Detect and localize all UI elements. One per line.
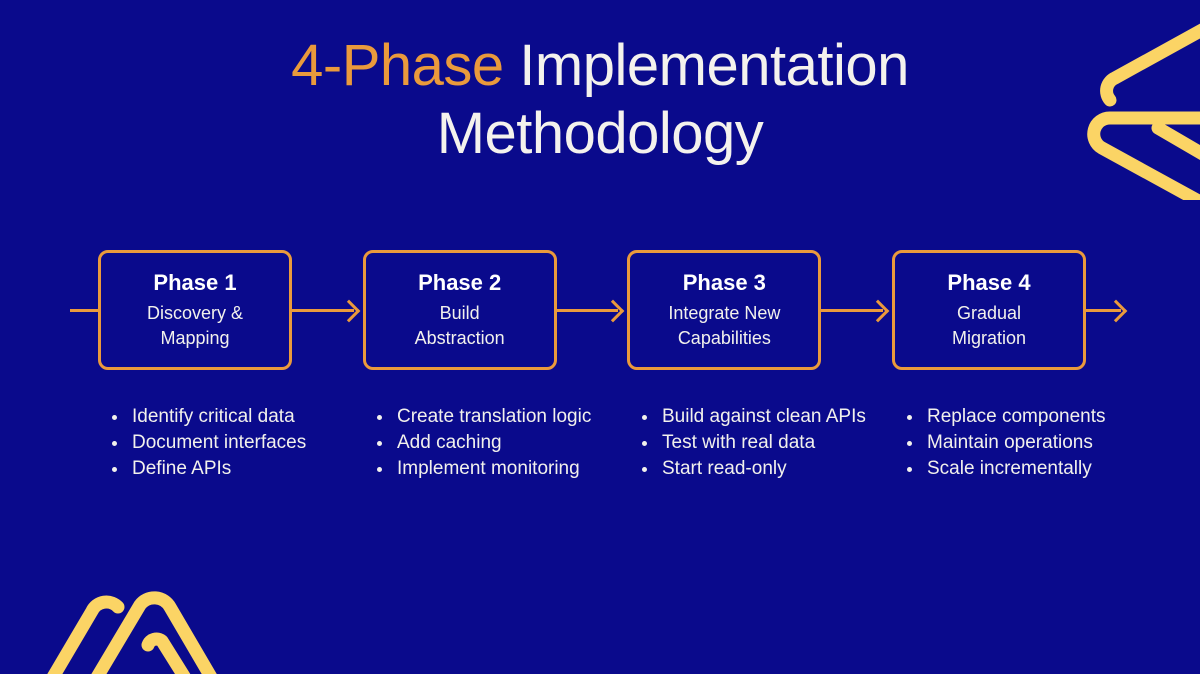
flow-arrow-2-to-3 xyxy=(556,293,628,327)
arrow-head-icon xyxy=(337,299,360,323)
title-line-2: Methodology xyxy=(436,101,764,166)
phase-4-subtitle-line1: Gradual xyxy=(956,303,1022,323)
bullet-dot-icon xyxy=(907,467,912,472)
arrow-line xyxy=(821,308,884,312)
arrow-head-icon xyxy=(602,299,625,323)
phase-box-2[interactable]: Phase 2 Build Abstraction xyxy=(362,250,557,370)
flow-arrow-1-to-2 xyxy=(292,293,363,327)
list-item: Document interfaces xyxy=(98,430,363,456)
bullet-dot-icon xyxy=(112,467,117,472)
phase-details-columns: Identify critical data Document interfac… xyxy=(98,404,1138,482)
phase-1-bullet-column: Identify critical data Document interfac… xyxy=(98,404,363,482)
page-title: 4-Phase Implementation Methodology xyxy=(0,32,1200,168)
phase-1-subtitle: Discovery & Mapping xyxy=(147,301,243,351)
phase-1-subtitle-line2: Mapping xyxy=(160,328,230,348)
phase-3-subtitle: Integrate New Capabilities xyxy=(668,301,780,351)
bullet-text: Start read-only xyxy=(662,458,787,479)
phase-2-bullet-column: Create translation logic Add caching Imp… xyxy=(363,404,628,482)
title-accent-text: 4-Phase xyxy=(291,33,504,98)
bullet-text: Test with real data xyxy=(662,432,816,453)
phase-3-subtitle-line1: Integrate New xyxy=(668,303,781,323)
phase-4-subtitle: Gradual Migration xyxy=(952,301,1026,351)
bullet-dot-icon xyxy=(377,415,382,420)
decorative-peak-graphic-bottom-left xyxy=(47,591,217,674)
bullet-text: Replace components xyxy=(927,406,1106,427)
phase-2-bullet-list: Create translation logic Add caching Imp… xyxy=(363,404,628,482)
bullet-dot-icon xyxy=(907,441,912,446)
phase-1-bullet-list: Identify critical data Document interfac… xyxy=(98,404,363,482)
bullet-dot-icon xyxy=(642,467,647,472)
phase-4-title: Phase 4 xyxy=(947,270,1031,295)
phase-4-bullet-list: Replace components Maintain operations S… xyxy=(893,404,1158,482)
list-item: Test with real data xyxy=(628,430,893,456)
bullet-text: Implement monitoring xyxy=(397,458,580,479)
list-item: Replace components xyxy=(893,404,1158,430)
flow-arrow-3-to-4 xyxy=(821,293,892,327)
flow-lead-line xyxy=(70,308,98,312)
phase-2-title: Phase 2 xyxy=(418,270,502,295)
bullet-dot-icon xyxy=(112,415,117,420)
phase-4-bullet-column: Replace components Maintain operations S… xyxy=(893,404,1158,482)
phase-1-title: Phase 1 xyxy=(153,270,237,295)
phase-2-subtitle-line1: Build xyxy=(439,303,480,323)
bullet-text: Define APIs xyxy=(132,458,232,479)
list-item: Maintain operations xyxy=(893,430,1158,456)
list-item: Start read-only xyxy=(628,456,893,482)
list-item: Define APIs xyxy=(98,456,363,482)
bullet-text: Build against clean APIs xyxy=(662,406,866,427)
bullet-text: Identify critical data xyxy=(132,406,295,427)
bullet-dot-icon xyxy=(377,467,382,472)
title-rest-text: Implementation xyxy=(503,33,909,98)
bullet-dot-icon xyxy=(377,441,382,446)
arrow-head-icon xyxy=(866,299,890,323)
arrow-head-icon xyxy=(1104,299,1128,323)
arrow-line xyxy=(292,308,354,312)
phase-2-subtitle: Build Abstraction xyxy=(415,301,505,351)
bullet-dot-icon xyxy=(642,415,647,420)
title-line-1: 4-Phase Implementation xyxy=(0,32,1200,100)
flow-arrow-outgoing xyxy=(1086,293,1130,327)
bullet-text: Maintain operations xyxy=(927,432,1093,453)
phase-3-bullet-column: Build against clean APIs Test with real … xyxy=(628,404,893,482)
phase-flow-diagram: Phase 1 Discovery & Mapping Phase 2 Buil… xyxy=(70,248,1130,372)
bullet-text: Add caching xyxy=(397,432,502,453)
list-item: Identify critical data xyxy=(98,404,363,430)
phase-3-subtitle-line2: Capabilities xyxy=(677,328,771,348)
list-item: Scale incrementally xyxy=(893,456,1158,482)
phase-3-bullet-list: Build against clean APIs Test with real … xyxy=(628,404,893,482)
phase-box-3[interactable]: Phase 3 Integrate New Capabilities xyxy=(627,250,822,370)
phase-box-1[interactable]: Phase 1 Discovery & Mapping xyxy=(98,250,292,370)
phase-box-4[interactable]: Phase 4 Gradual Migration xyxy=(892,250,1087,370)
phase-4-subtitle-line2: Migration xyxy=(952,328,1027,348)
list-item: Implement monitoring xyxy=(363,456,628,482)
phase-3-title: Phase 3 xyxy=(682,270,766,295)
bullet-text: Document interfaces xyxy=(132,432,307,453)
phase-1-subtitle-line1: Discovery & xyxy=(146,303,244,323)
phase-2-subtitle-line2: Abstraction xyxy=(414,328,505,348)
bullet-dot-icon xyxy=(907,415,912,420)
bullet-dot-icon xyxy=(112,441,117,446)
bullet-dot-icon xyxy=(642,441,647,446)
bullet-text: Create translation logic xyxy=(397,406,592,427)
list-item: Create translation logic xyxy=(363,404,628,430)
arrow-line xyxy=(1086,308,1122,312)
list-item: Build against clean APIs xyxy=(628,404,893,430)
arrow-line xyxy=(556,308,619,312)
bullet-text: Scale incrementally xyxy=(927,458,1092,479)
list-item: Add caching xyxy=(363,430,628,456)
